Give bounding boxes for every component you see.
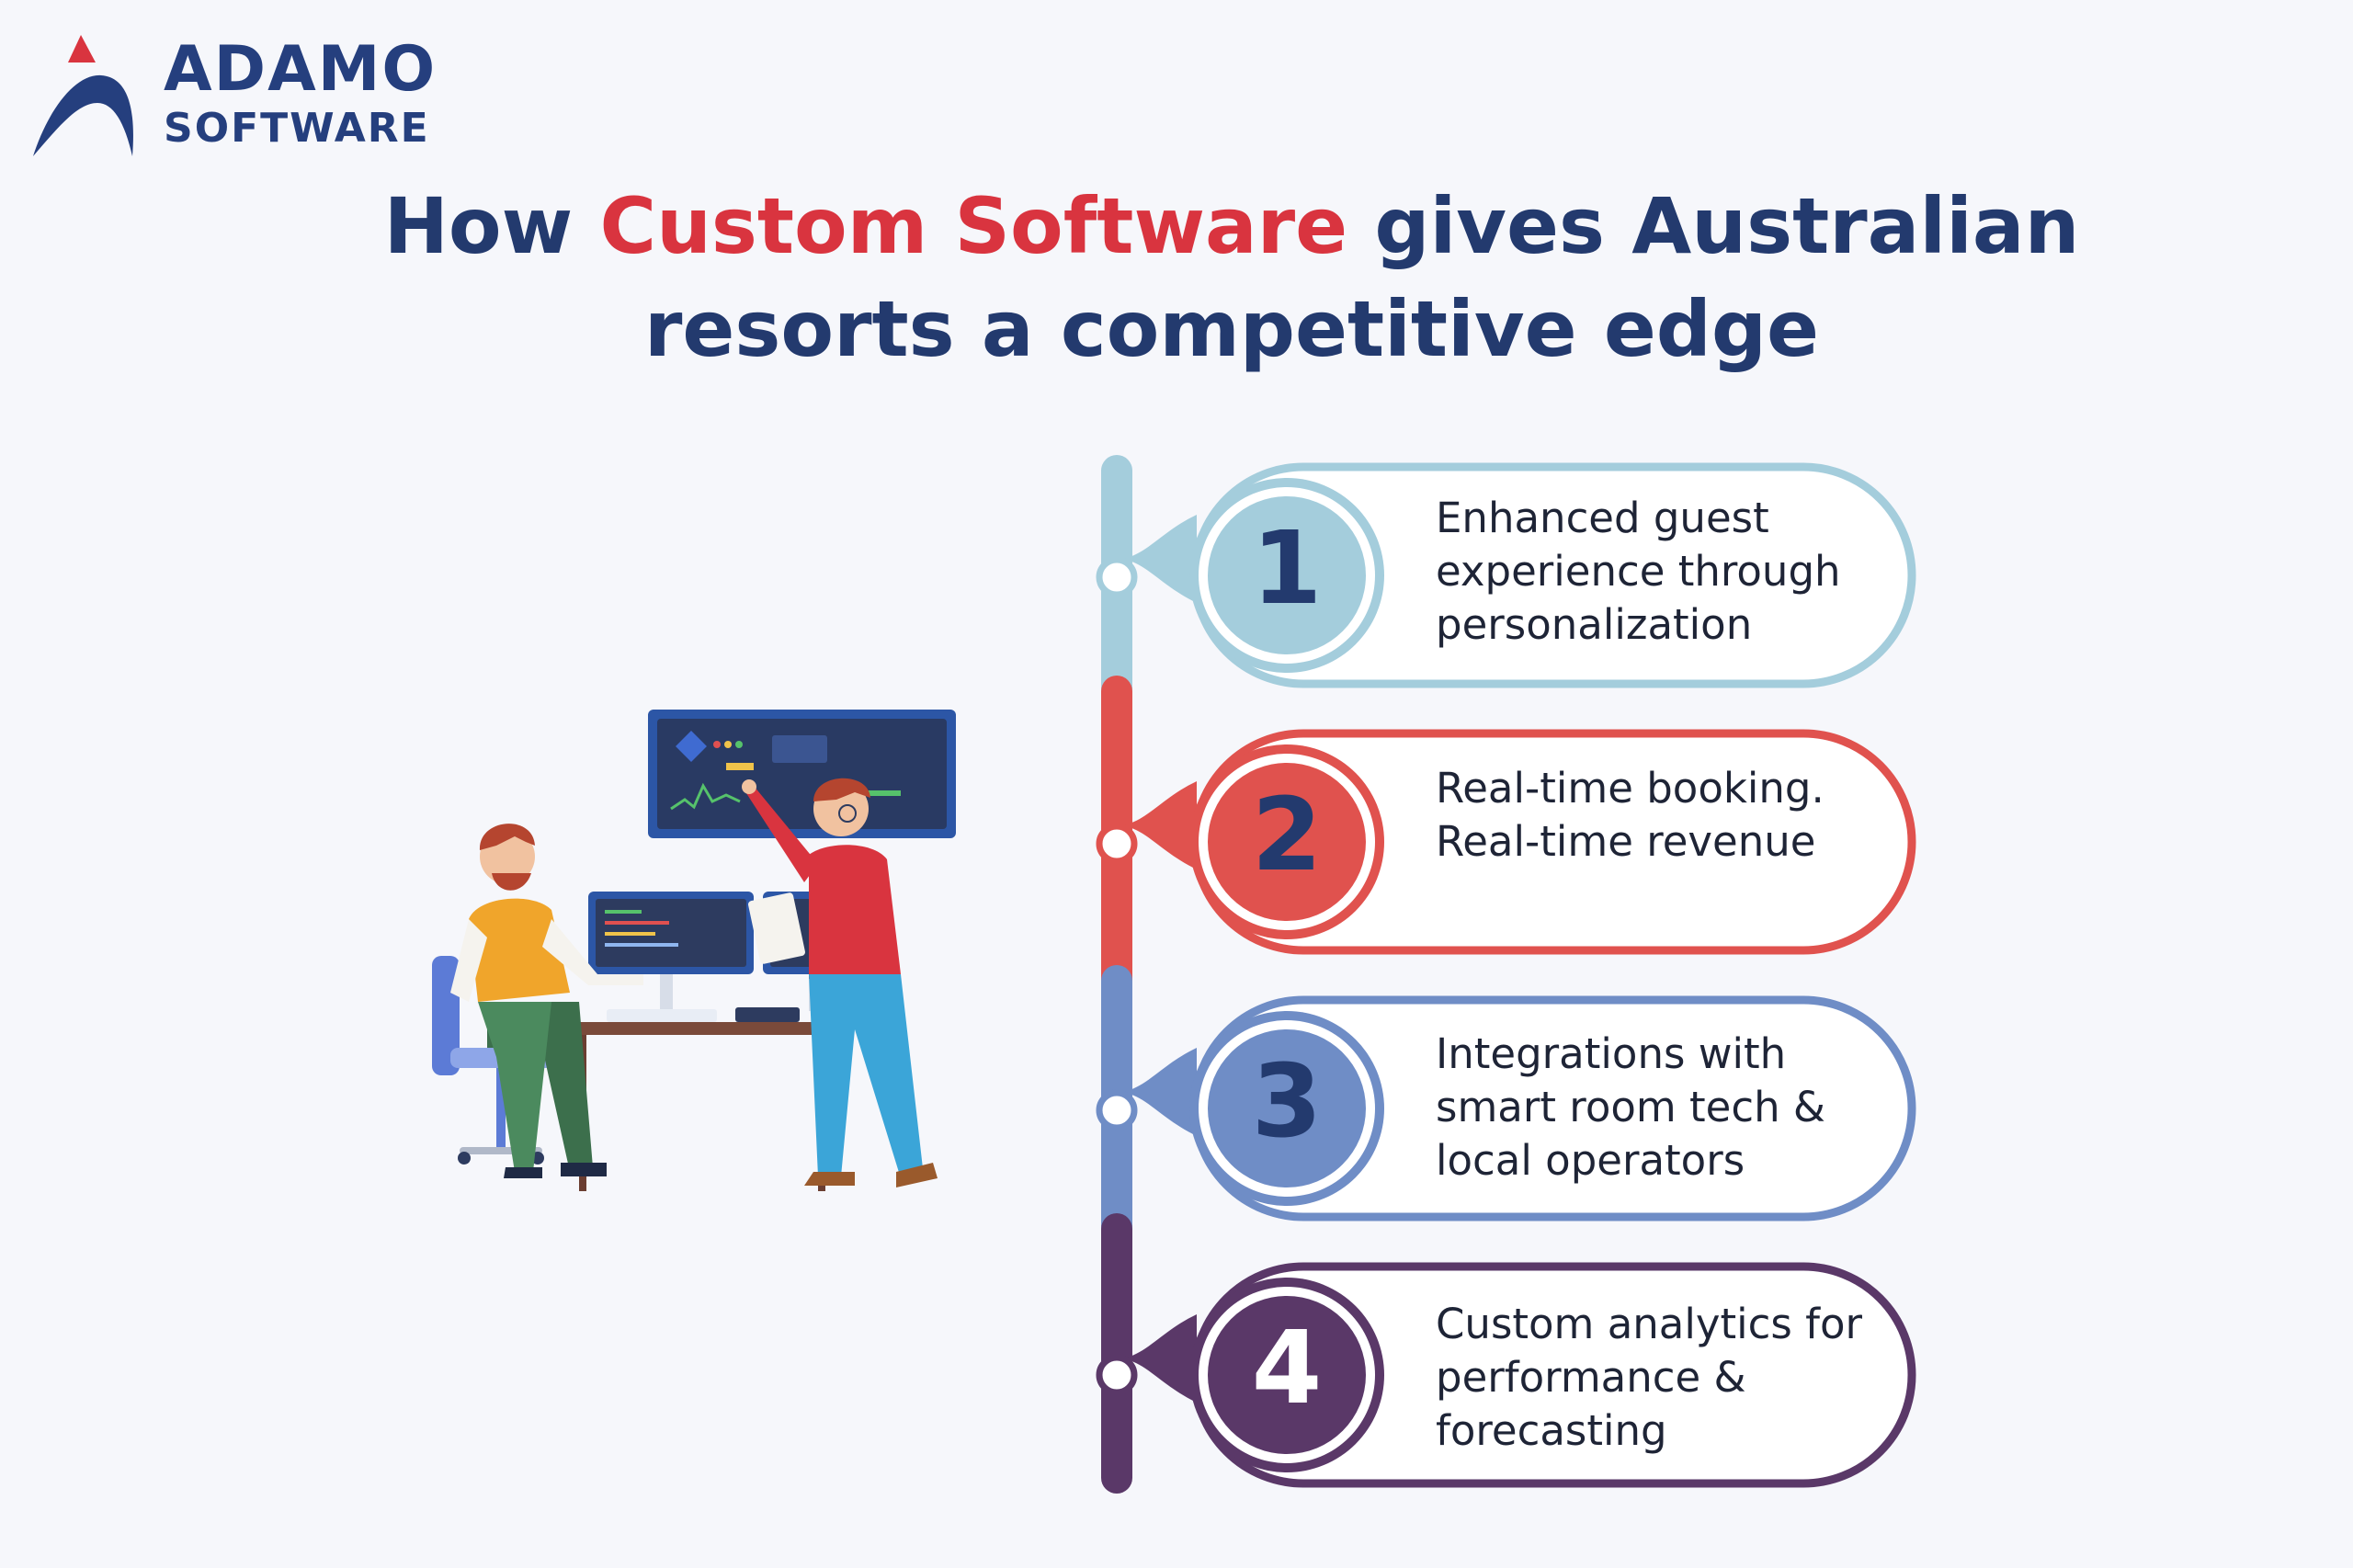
step-1-number: 1 — [1252, 509, 1323, 627]
step-3-number: 3 — [1252, 1042, 1323, 1160]
title-highlight: Custom Software — [599, 181, 1348, 271]
steps-timeline: 1 2 3 4 — [1096, 455, 1916, 1494]
title-prefix: How — [383, 181, 600, 271]
step-1-marker — [1096, 462, 1916, 688]
step-4-text: Custom analytics for performance & forec… — [1436, 1300, 1863, 1455]
title-line2: resorts a competitive edge — [643, 284, 1820, 374]
brand-sub: SOFTWARE — [164, 105, 430, 152]
step-2-text: Real-time booking. Real-time revenue — [1436, 764, 1824, 866]
step-4-marker — [1096, 1262, 1916, 1488]
step-3-marker — [1096, 995, 1916, 1221]
step-3-text: Integrations with smart room tech & loca… — [1436, 1029, 1826, 1185]
developers-illustration — [432, 710, 956, 1191]
step-1-text: Enhanced guest experience through person… — [1436, 494, 1841, 649]
page-title: How Custom Software gives Australian res… — [221, 175, 2243, 381]
step-2-number: 2 — [1252, 776, 1323, 893]
brand-swoosh-icon — [33, 35, 133, 156]
title-line1-rest: gives Australian — [1347, 181, 2080, 271]
step-2-marker — [1096, 729, 1916, 955]
step-4-number: 4 — [1252, 1309, 1323, 1426]
brand-name: ADAMO — [164, 33, 438, 106]
brand-logo: ADAMO SOFTWARE — [29, 28, 507, 165]
